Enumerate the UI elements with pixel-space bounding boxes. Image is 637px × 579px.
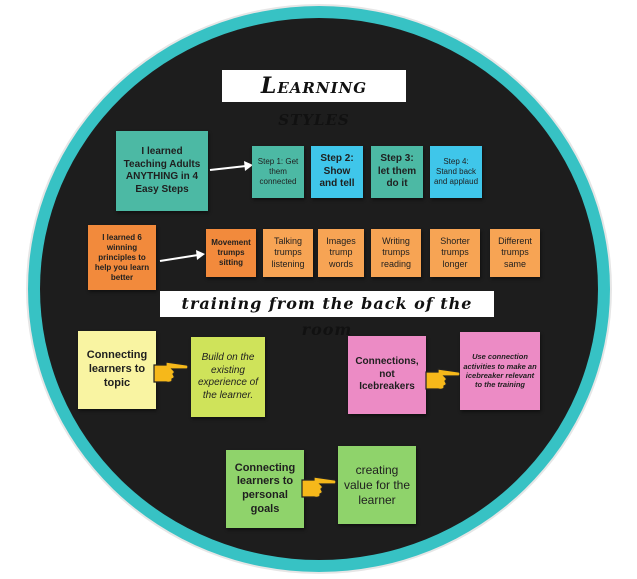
note-step-1[interactable]: Step 1: Get them connected <box>252 146 304 198</box>
pointing-hand-icon <box>425 368 461 390</box>
note-connecting-topic[interactable]: Connecting learners to topic <box>78 331 156 409</box>
arrow-right-icon <box>159 250 205 262</box>
arrow-right-icon <box>209 161 253 171</box>
note-connections-not-icebreakers[interactable]: Connections, not Icebreakers <box>348 336 426 414</box>
note-creating-value[interactable]: creating value for the learner <box>338 446 416 524</box>
note-connecting-goals[interactable]: Connecting learners to personal goals <box>226 450 304 528</box>
note-principle-2[interactable]: Talking trumps listening <box>263 229 313 277</box>
note-principle-1[interactable]: Movement trumps sitting <box>206 229 256 277</box>
pointing-hand-icon <box>301 476 337 498</box>
note-existing-experience[interactable]: Build on the existing experience of the … <box>191 337 265 417</box>
note-connection-activities[interactable]: Use connection activities to make an ice… <box>460 332 540 410</box>
note-principle-6[interactable]: Different trumps same <box>490 229 540 277</box>
pointing-hand-icon <box>153 361 189 383</box>
note-step-4[interactable]: Step 4: Stand back and applaud <box>430 146 482 198</box>
note-six-principles[interactable]: I learned 6 winning principles to help y… <box>88 225 156 290</box>
note-step-3[interactable]: Step 3: let them do it <box>371 146 423 198</box>
page-title: Learning styles <box>222 70 406 131</box>
section-subtitle: training from the back of the room <box>160 291 494 339</box>
note-principle-4[interactable]: Writing trumps reading <box>371 229 421 277</box>
note-teaching-adults[interactable]: I learned Teaching Adults ANYTHING in 4 … <box>116 131 208 211</box>
note-step-2[interactable]: Step 2: Show and tell <box>311 146 363 198</box>
note-principle-5[interactable]: Shorter trumps longer <box>430 229 480 277</box>
note-principle-3[interactable]: Images trump words <box>318 229 364 277</box>
